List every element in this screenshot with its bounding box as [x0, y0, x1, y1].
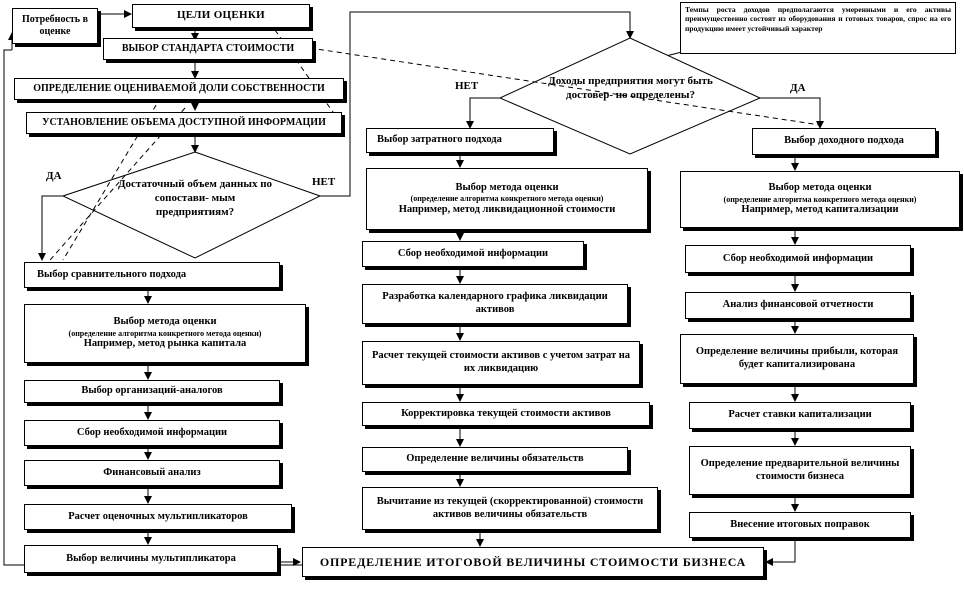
- cost-collect-box: Сбор необходимой информации: [362, 241, 584, 267]
- cost-method-box: Выбор метода оценки (определение алгорит…: [366, 168, 648, 230]
- schedule-box: Разработка календарного графика ликвидац…: [362, 284, 628, 324]
- fin-statements-box: Анализ финансовой отчетности: [685, 292, 911, 319]
- analogs-box: Выбор организаций-аналогов: [24, 380, 280, 403]
- no-label-left: НЕТ: [312, 176, 336, 188]
- comparative-method-note: (определение алгоритма конкретного метод…: [68, 328, 262, 338]
- final-value-box: ОПРЕДЕЛЕНИЕ ИТОГОВОЙ ВЕЛИЧИНЫ СТОИМОСТИ …: [302, 547, 764, 577]
- goals-box: ЦЕЛИ ОЦЕНКИ: [132, 4, 310, 28]
- income-method-box: Выбор метода оценки (определение алгорит…: [680, 171, 960, 228]
- comparative-method-box: Выбор метода оценки (определение алгорит…: [24, 304, 306, 363]
- share-box: ОПРЕДЕЛЕНИЕ ОЦЕНИВАЕМОЙ ДОЛИ СОБСТВЕННОС…: [14, 78, 344, 100]
- multiplier-choice-box: Выбор величины мультипликатора: [24, 545, 278, 573]
- financial-analysis-box: Финансовый анализ: [24, 460, 280, 486]
- yes-label-left: ДА: [46, 170, 62, 182]
- adjust-box: Корректировка текущей стоимости активов: [362, 402, 650, 426]
- income-method-note: (определение алгоритма конкретного метод…: [723, 194, 917, 204]
- income-collect-box: Сбор необходимой информации: [685, 245, 911, 273]
- cost-method-title: Выбор метода оценки: [455, 181, 559, 193]
- decision-comparables-diamond: [61, 151, 322, 259]
- income-note: Темпы роста доходов предполагаются умере…: [680, 2, 956, 54]
- decision-income-diamond: [498, 37, 762, 155]
- comparative-approach-box: Выбор сравнительного подхода: [24, 262, 280, 288]
- cost-method-note: (определение алгоритма конкретного метод…: [410, 194, 604, 204]
- prelim-value-box: Определение предварительной величины сто…: [689, 446, 911, 495]
- adjustments-box: Внесение итоговых поправок: [689, 512, 911, 538]
- yes-label-right: ДА: [790, 82, 806, 94]
- comparative-method-title: Выбор метода оценки: [113, 316, 217, 328]
- info-volume-box: УСТАНОВЛЕНИЕ ОБЪЕМА ДОСТУПНОЙ ИНФОРМАЦИИ: [26, 112, 342, 134]
- cost-approach-box: Выбор затратного подхода: [366, 128, 554, 153]
- profit-box: Определение величины прибыли, которая бу…: [680, 334, 914, 384]
- income-approach-box: Выбор доходного подхода: [752, 128, 936, 155]
- liabilities-box: Определение величины обязательств: [362, 447, 628, 472]
- cost-method-example: Например, метод ликвидационной стоимости: [398, 203, 616, 215]
- standard-box: ВЫБОР СТАНДАРТА СТОИМОСТИ: [103, 38, 313, 60]
- income-method-title: Выбор метода оценки: [768, 182, 872, 194]
- income-method-example: Например, метод капитализации: [741, 204, 899, 216]
- current-value-box: Расчет текущей стоимости активов с учето…: [362, 341, 640, 385]
- cap-rate-box: Расчет ставки капитализации: [689, 402, 911, 429]
- comparative-method-example: Например, метод рынка капитала: [83, 338, 247, 350]
- comparative-collect-box: Сбор необходимой информации: [24, 420, 280, 446]
- subtract-box: Вычитание из текущей (скорректированной)…: [362, 487, 658, 530]
- multipliers-calc-box: Расчет оценочных мультипликаторов: [24, 504, 292, 530]
- decision-right-text: Доходы предприятия могут быть достовер- …: [548, 75, 713, 101]
- need-box: Потребность в оценке: [12, 8, 98, 44]
- no-label-right: НЕТ: [455, 80, 479, 92]
- decision-left-text: Достаточный объем данных по сопостави- м…: [117, 178, 273, 218]
